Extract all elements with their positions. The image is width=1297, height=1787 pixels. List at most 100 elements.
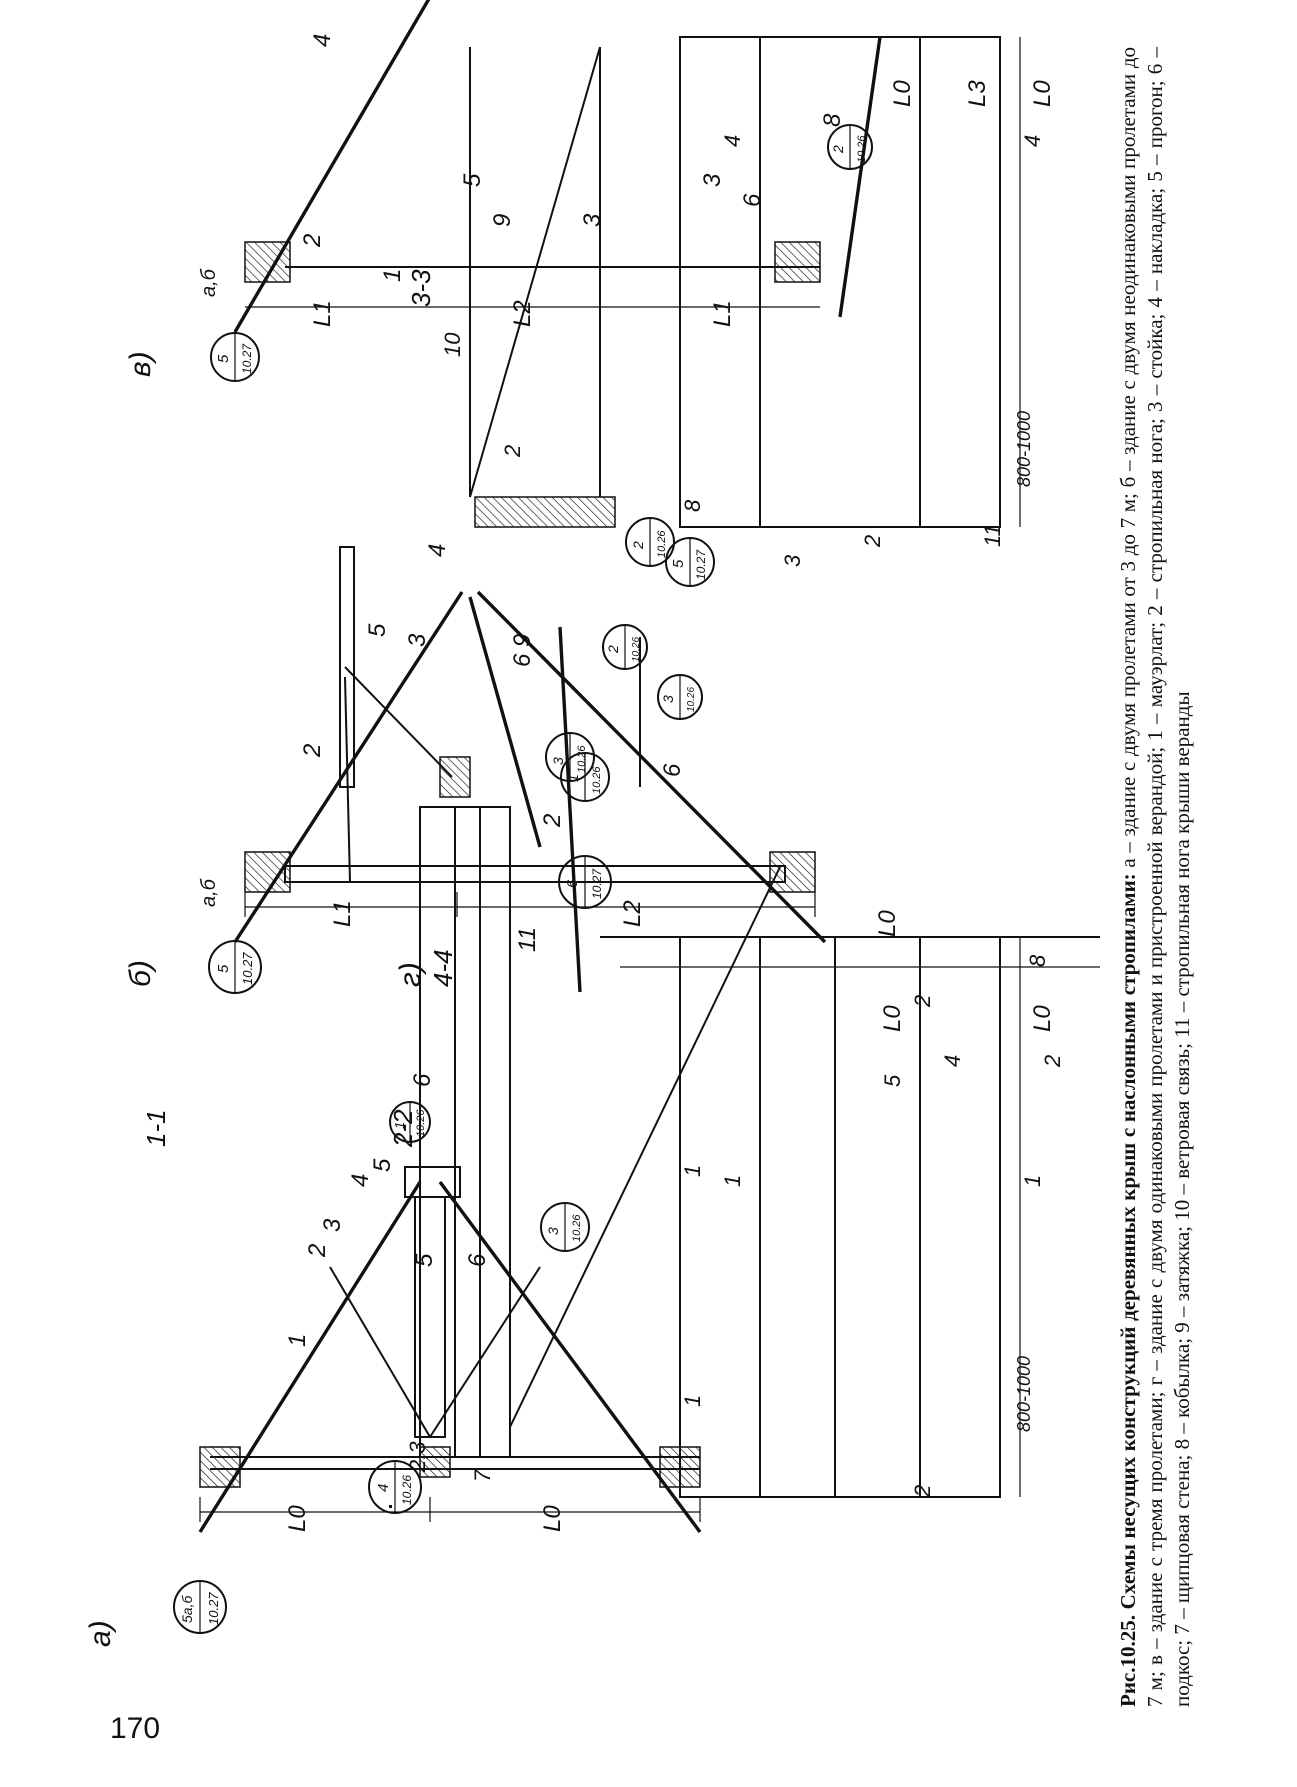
ceiling-beam xyxy=(284,865,786,883)
gable-wall xyxy=(474,496,616,528)
label-2: 2 xyxy=(304,1244,331,1258)
svg-text:10.26: 10.26 xyxy=(591,766,603,794)
label-9: 9 xyxy=(489,214,516,227)
plan-v-dim-L0-a: L0 xyxy=(1029,80,1056,107)
view-a-letter: а) xyxy=(84,1620,117,1647)
plan-a-cut-2b: 2 xyxy=(910,995,935,1008)
svg-text:5: 5 xyxy=(215,964,232,973)
plan-a-cut-1b: 1 xyxy=(1020,1175,1045,1187)
ref-bubble-2-b: 2 10.26 xyxy=(625,517,675,567)
figure-caption: Рис.10.25. Схемы несущих конструкций дер… xyxy=(1115,47,1196,1707)
dim-L1: L1 xyxy=(329,900,356,927)
label-5: 5 xyxy=(459,173,486,187)
svg-text:10.27: 10.27 xyxy=(694,549,708,580)
svg-text:3: 3 xyxy=(550,757,566,765)
svg-text:10.27: 10.27 xyxy=(240,952,255,985)
dim-L0-right: L0 xyxy=(539,1505,566,1532)
svg-text:10.26: 10.26 xyxy=(400,1475,414,1505)
label-4: 4 xyxy=(309,34,336,47)
section-2-2-label: 2-2 xyxy=(388,1109,418,1148)
svg-text:10.27: 10.27 xyxy=(590,868,604,899)
label-3a: 3 xyxy=(579,213,606,227)
plan-a-label-1a: 1 xyxy=(680,1165,705,1177)
page-number: 170 xyxy=(110,1712,161,1745)
wall-middle xyxy=(419,1446,451,1478)
view-g-letter: г) xyxy=(394,962,427,987)
plan-v-dim-L3: L3 xyxy=(964,80,991,107)
ref-bubble-2-g: 2 10.26 xyxy=(602,624,648,670)
svg-text:10.26: 10.26 xyxy=(631,637,642,662)
svg-text:3: 3 xyxy=(660,695,676,703)
view-g-section-4-4: г) 4-4 L0 2 6 11 6 10.27 xyxy=(394,537,1180,993)
ref-bubble-1-g: 1 10.26 xyxy=(560,752,610,802)
gable-wall-outline xyxy=(419,806,511,1458)
dim-L0: L0 xyxy=(874,910,901,937)
svg-text:5а,б: 5а,б xyxy=(179,1595,195,1623)
svg-text:10.26: 10.26 xyxy=(686,687,697,712)
strut-left xyxy=(329,1266,431,1438)
plan-a-cut-1a: 1 xyxy=(720,1175,745,1187)
label-6: 6 xyxy=(464,1253,491,1267)
label-1: 1 xyxy=(379,269,406,282)
plan-v-dim-L0-b: L0 xyxy=(889,80,916,107)
plan-a-dim-L0-b: L0 xyxy=(879,1005,906,1032)
wall-middle xyxy=(439,756,471,798)
label-4: 4 xyxy=(347,1174,374,1187)
dim-L2: L2 xyxy=(619,900,646,927)
label-3: 3 xyxy=(404,633,431,647)
wind-brace xyxy=(469,46,601,498)
wall-right xyxy=(769,851,816,893)
label-11: 11 xyxy=(514,927,541,952)
svg-text:10.26: 10.26 xyxy=(571,1214,583,1242)
svg-text:3: 3 xyxy=(545,1227,561,1235)
plan-a-label-2: 2 xyxy=(1040,1055,1065,1068)
svg-text:а,б: а,б xyxy=(198,268,220,297)
section-2-2: 2-2 5 6 2,3 7 4 10.26 xyxy=(368,806,781,1514)
plan-v-cut-3: 3 xyxy=(780,554,805,567)
label-6-9: 6 9 xyxy=(509,634,536,667)
wall-right xyxy=(774,241,821,283)
label-5: 5 xyxy=(411,1253,438,1267)
label-6: 6 xyxy=(739,193,766,207)
label-2: 2 xyxy=(299,234,326,248)
svg-text:6: 6 xyxy=(564,879,581,888)
plan-v-cut-4a: 4 xyxy=(720,135,745,147)
view-v-letter: в) xyxy=(124,351,157,377)
plan-v-label-2: 2 xyxy=(860,535,885,548)
caption-lead: Рис.10.25. Схемы несущих конструкций дер… xyxy=(1116,873,1140,1707)
view-b-letter: б) xyxy=(124,960,157,987)
wall-left xyxy=(199,1446,241,1488)
ref-bubble-3-g: 3 10.26 xyxy=(657,674,703,720)
ref-bubble-3: 3 10.26 xyxy=(540,1202,590,1252)
svg-text:2: 2 xyxy=(605,645,621,654)
svg-text:1: 1 xyxy=(565,774,581,782)
plan-v-spacing: 800-1000 xyxy=(1014,411,1034,487)
ref-bubble-5ab: 5а,б 10.27 xyxy=(173,1580,227,1634)
view-a-section-1-1: а) 1-1 1-1 xyxy=(84,1101,702,1647)
svg-text:4: 4 xyxy=(375,1484,392,1492)
dim-L1-a: L1 xyxy=(309,300,336,327)
svg-text:10.27: 10.27 xyxy=(240,343,254,374)
label-2: 2 xyxy=(539,814,566,828)
plan-a-dim-L0-a: L0 xyxy=(1029,1005,1056,1032)
ref-bubble-4: 4 10.26 xyxy=(368,1460,422,1514)
label-2: 2 xyxy=(500,445,525,458)
label-7: 7 xyxy=(470,1469,495,1482)
section-3-3-label: 3-3 xyxy=(406,269,436,307)
plan-a: L0 L0 800-1000 2 4 5 1 1 8 1 1 2 2 xyxy=(679,936,1065,1498)
label-3: 3 xyxy=(319,1218,346,1232)
svg-text:2: 2 xyxy=(830,145,846,154)
plan-a-cut-2a: 2 xyxy=(910,1485,935,1498)
label-5: 5 xyxy=(369,1158,396,1172)
section-1-1-label: 1-1 xyxy=(141,1109,171,1147)
svg-text:1: 1 xyxy=(392,1122,407,1129)
wall-left xyxy=(244,851,291,893)
ref-bubble-2-v: 2 10.26 xyxy=(827,124,873,170)
strut xyxy=(344,676,351,883)
plan-v-outline xyxy=(679,36,1001,528)
section-3-3: 3-3 10 2 xyxy=(406,46,616,528)
label-1: 1 xyxy=(284,1334,311,1347)
dim-L0-left: L0 xyxy=(284,1505,311,1532)
rafter-right xyxy=(438,1180,702,1534)
